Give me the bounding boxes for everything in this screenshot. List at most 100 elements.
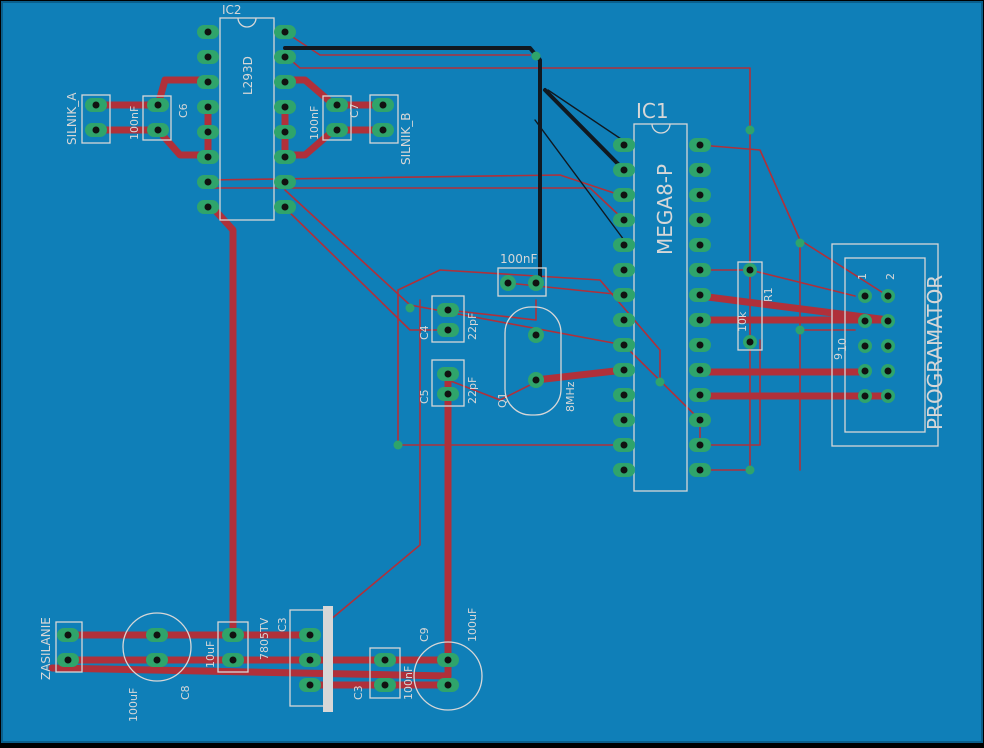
ic1-pin-right-2-hole <box>696 166 704 174</box>
trace-silnik-a-2 <box>92 126 212 159</box>
label-c3: C3 <box>276 617 289 632</box>
c-top-outline <box>497 267 547 297</box>
ic1-pin-left-6-hole <box>620 266 628 274</box>
c2-outline <box>217 621 249 673</box>
label-silnik-b: SILNIK_B <box>399 113 413 165</box>
via-8 <box>745 465 755 475</box>
silnik-b-outline <box>369 94 399 144</box>
trace-sig-15 <box>447 379 541 401</box>
ic1-pin-left-11-hole <box>620 391 628 399</box>
ic1-pin-right-11-hole <box>696 391 704 399</box>
ic1-pin-right-10-hole <box>696 366 704 374</box>
c4-pin-1-hole <box>444 306 452 314</box>
ic1-pin-left-5-hole <box>620 241 628 249</box>
ic2-pin-left-4-hole <box>204 103 212 111</box>
label-mega8: MEGA8-P <box>653 164 677 255</box>
r1-pin-2-hole <box>746 338 754 346</box>
programator-inner <box>844 257 926 433</box>
label-c3b-value: 100nF <box>402 666 415 700</box>
trace-sig-9 <box>699 144 801 471</box>
c4-pin-2-hole <box>444 326 452 334</box>
trace-prog-1 <box>696 292 892 324</box>
via-6 <box>393 440 403 450</box>
c5-outline <box>431 359 465 407</box>
c3b-pin-2-hole <box>381 681 389 689</box>
label-pin-1: 1 <box>856 273 869 280</box>
label-silnik-a: SILNIK_A <box>65 92 79 145</box>
ic1-pin-right-7-hole <box>696 291 704 299</box>
ic2-pin-right-1-hole <box>281 28 289 36</box>
ic1-pin-right-1-hole <box>696 141 704 149</box>
ic1-pin-right-13-hole <box>696 441 704 449</box>
ic2-outline <box>219 17 275 221</box>
ic1-pin-left-8-hole <box>620 316 628 324</box>
reg-pin-1-hole <box>306 631 314 639</box>
ic2-pin-left-7-hole <box>204 178 212 186</box>
ic1-pin-left-3-hole <box>620 191 628 199</box>
silnik-b-pin-1-hole <box>379 101 387 109</box>
dark-wire-3 <box>547 89 631 146</box>
silnik-a-outline <box>81 94 111 144</box>
ic1-pin-left-4-hole <box>620 216 628 224</box>
label-c4: C4 <box>418 325 431 340</box>
c3b-outline <box>369 647 401 699</box>
trace-sig-14 <box>329 299 421 621</box>
ic2-pin-right-4-hole <box>281 103 289 111</box>
label-programator: PROGRAMATOR <box>923 275 947 430</box>
silnik-a-pin-1-hole <box>92 101 100 109</box>
ic1-notch <box>651 123 671 134</box>
via-7 <box>795 325 805 335</box>
trace-supply-low <box>48 664 452 680</box>
c5-pin-2-hole <box>444 390 452 398</box>
silnik-b-pin-2-hole <box>379 126 387 134</box>
label-c4-value: 22pF <box>466 313 479 340</box>
ic1-pin-left-10-hole <box>620 366 628 374</box>
dark-wire-2 <box>543 88 626 172</box>
programator-pin-a-3-hole <box>861 342 869 350</box>
ic1-pin-left-1-hole <box>620 141 628 149</box>
zasilanie-outline <box>55 621 83 673</box>
label-pin-2: 2 <box>884 273 897 280</box>
ic1-pin-right-9-hole <box>696 341 704 349</box>
c9-outline <box>413 641 483 711</box>
trace-sig-3 <box>207 174 621 196</box>
programator-outline <box>831 243 939 447</box>
dark-wire-4 <box>534 119 625 241</box>
label-c8-value: 100uF <box>127 688 140 722</box>
ic1-pin-left-2-hole <box>620 166 628 174</box>
c2-pin-1-hole <box>229 631 237 639</box>
r1-pin-1-hole <box>746 266 754 274</box>
label-c9-value: 100uF <box>466 608 479 642</box>
via-1 <box>531 51 541 61</box>
programator-pin-b-2-hole <box>884 317 892 325</box>
reg-pin-3-hole <box>306 681 314 689</box>
label-c9: C9 <box>418 627 431 642</box>
label-c5-value: 22pF <box>466 377 479 404</box>
ic1-pin-left-12-hole <box>620 416 628 424</box>
ic1-pin-right-8-hole <box>696 316 704 324</box>
via-5 <box>655 377 665 387</box>
label-c3b: C3 <box>352 685 365 700</box>
c7-pin-2-hole <box>333 126 341 134</box>
label-r1: R1 <box>762 287 775 302</box>
ic1-pin-left-7-hole <box>620 291 628 299</box>
label-q1-value: 8MHz <box>564 381 577 412</box>
c4-outline <box>431 295 465 343</box>
label-c8: C8 <box>179 685 192 700</box>
ic2-pin-left-8-hole <box>204 203 212 211</box>
ic1-pin-right-4-hole <box>696 216 704 224</box>
label-pin-10: 10 <box>836 338 849 352</box>
ic1-pin-right-3-hole <box>696 191 704 199</box>
label-pin-9: 9 <box>832 353 845 360</box>
via-4 <box>405 303 415 313</box>
c8-pin-1-hole <box>153 631 161 639</box>
ic2-pin-right-8-hole <box>281 203 289 211</box>
ic1-pin-right-12-hole <box>696 416 704 424</box>
ic1-pin-right-5-hole <box>696 241 704 249</box>
trace-crystal <box>532 366 628 384</box>
label-c6: C6 <box>177 103 190 118</box>
ic1-pin-left-13-hole <box>620 441 628 449</box>
c8-pin-2-hole <box>153 656 161 664</box>
c2-pin-2-hole <box>229 656 237 664</box>
